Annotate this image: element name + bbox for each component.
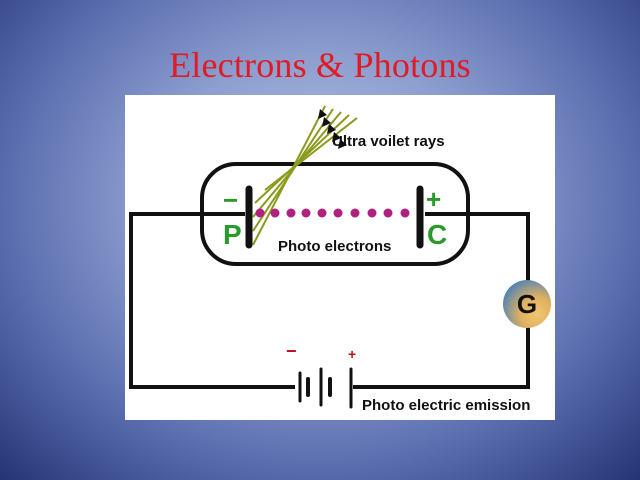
photo-electric-emission-label: Photo electric emission [362,397,531,414]
wire-left [129,212,295,389]
plate-p-label: P [223,219,242,250]
electron-dots [255,208,410,218]
photo-electrons-label: Photo electrons [278,238,392,255]
uv-arrowheads [318,109,347,149]
slide-title: Electrons & Photons [169,45,471,85]
uv-rays-label: Ultra voilet rays [332,133,445,150]
wire-right-bottom [353,327,530,389]
circuit-svg [129,105,530,409]
wire-right-top [425,212,530,283]
galvanometer-icon: G [503,280,551,328]
plate-p-sign: − [223,185,239,215]
plate-c-sign: + [426,184,442,214]
battery-negative-sign: − [286,341,297,361]
battery-positive-sign: + [348,346,357,362]
battery-icon [298,367,353,409]
uv-rays [252,105,358,246]
galvanometer-label: G [516,288,538,319]
photoelectric-diagram: Ultra voilet rays − P + C Photo electron… [125,95,555,420]
plate-c-label: C [427,219,448,250]
